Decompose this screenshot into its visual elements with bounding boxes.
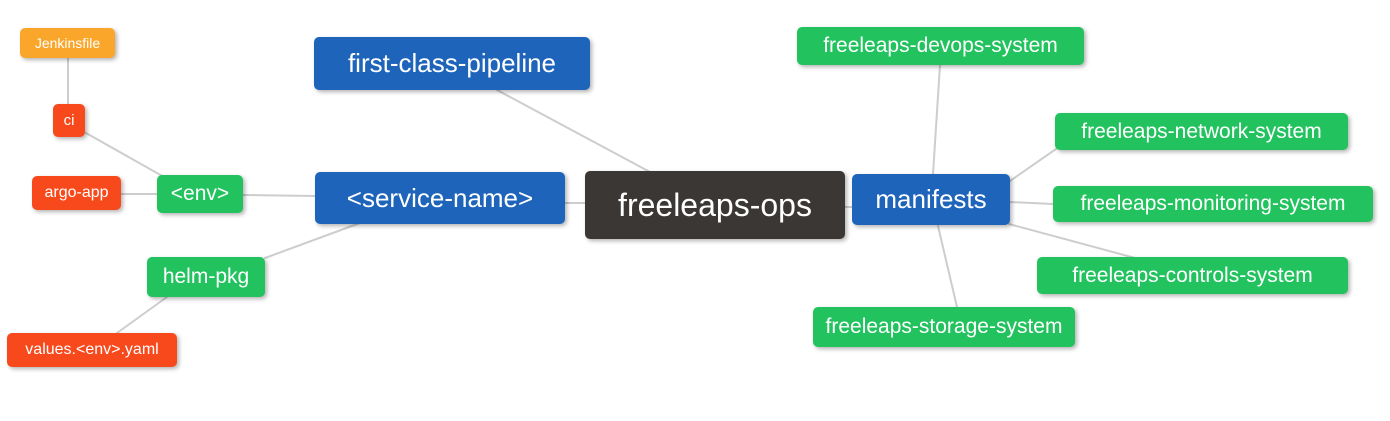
edge-helm-pkg-service-name: [264, 222, 361, 259]
node-env[interactable]: <env>: [157, 175, 243, 213]
node-freeleaps-network-system[interactable]: freeleaps-network-system: [1055, 113, 1348, 150]
node-ci[interactable]: ci: [53, 104, 85, 137]
edge-manifests-storage-system: [937, 225, 958, 308]
edge-manifests-controls-system: [1008, 223, 1136, 259]
edge-values-yaml-helm-pkg: [116, 296, 168, 334]
edge-manifests-network-system: [1009, 148, 1057, 182]
node-manifests[interactable]: manifests: [852, 174, 1010, 225]
node-freeleaps-controls-system[interactable]: freeleaps-controls-system: [1037, 257, 1348, 294]
node-service-name[interactable]: <service-name>: [315, 172, 565, 224]
node-freeleaps-ops-root[interactable]: freeleaps-ops: [585, 171, 845, 239]
node-first-class-pipeline[interactable]: first-class-pipeline: [314, 37, 590, 90]
edge-env-service-name: [242, 194, 316, 197]
node-jenkinsfile[interactable]: Jenkinsfile: [20, 28, 115, 58]
node-helm-pkg[interactable]: helm-pkg: [147, 257, 265, 297]
node-values-env-yaml[interactable]: values.<env>.yaml: [7, 333, 177, 367]
edge-ci-env: [85, 132, 165, 178]
node-freeleaps-monitoring-system[interactable]: freeleaps-monitoring-system: [1053, 186, 1373, 222]
edge-manifests-monitoring-system: [1009, 201, 1054, 205]
node-freeleaps-devops-system[interactable]: freeleaps-devops-system: [797, 27, 1084, 65]
edge-pipeline-freeleaps-ops: [496, 89, 651, 173]
node-freeleaps-storage-system[interactable]: freeleaps-storage-system: [813, 307, 1075, 347]
edge-manifests-devops-system: [932, 64, 941, 175]
node-argo-app[interactable]: argo-app: [32, 176, 121, 210]
